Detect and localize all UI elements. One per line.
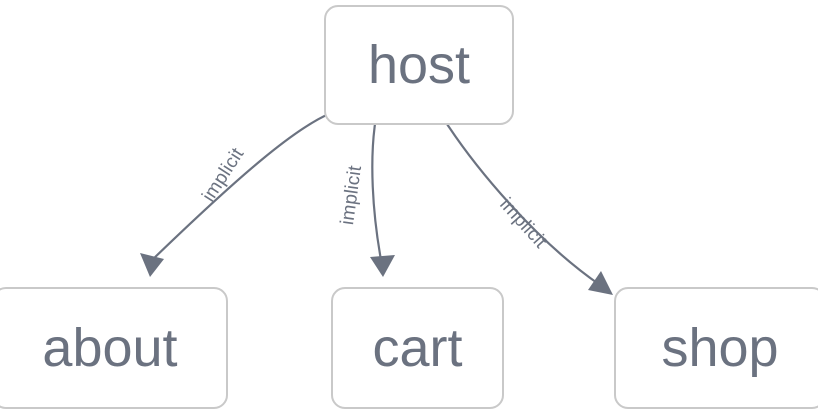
edge-host-cart-path (371, 123, 383, 261)
edge-host-cart-arrowhead (370, 255, 395, 277)
node-cart[interactable]: cart (331, 287, 504, 409)
edge-label-host-about: implicit (198, 144, 248, 206)
node-shop[interactable]: shop (614, 287, 818, 409)
node-host-label: host (367, 35, 471, 95)
node-cart-label: cart (372, 318, 463, 378)
edge-host-shop-arrowhead (588, 271, 613, 295)
edge-host-cart[interactable]: implicit (337, 123, 395, 277)
edge-host-about-path (149, 111, 332, 263)
edge-label-host-shop: implicit (495, 194, 551, 253)
edge-host-shop-path (446, 123, 601, 286)
edge-host-about[interactable]: implicit (140, 111, 332, 277)
node-about-label: about (42, 318, 178, 378)
edge-label-host-cart: implicit (337, 164, 366, 227)
node-shop-label: shop (661, 318, 779, 378)
node-about[interactable]: about (0, 287, 228, 409)
edge-host-about-arrowhead (140, 253, 164, 277)
node-host[interactable]: host (324, 5, 514, 125)
edge-host-shop[interactable]: implicit (446, 123, 613, 295)
